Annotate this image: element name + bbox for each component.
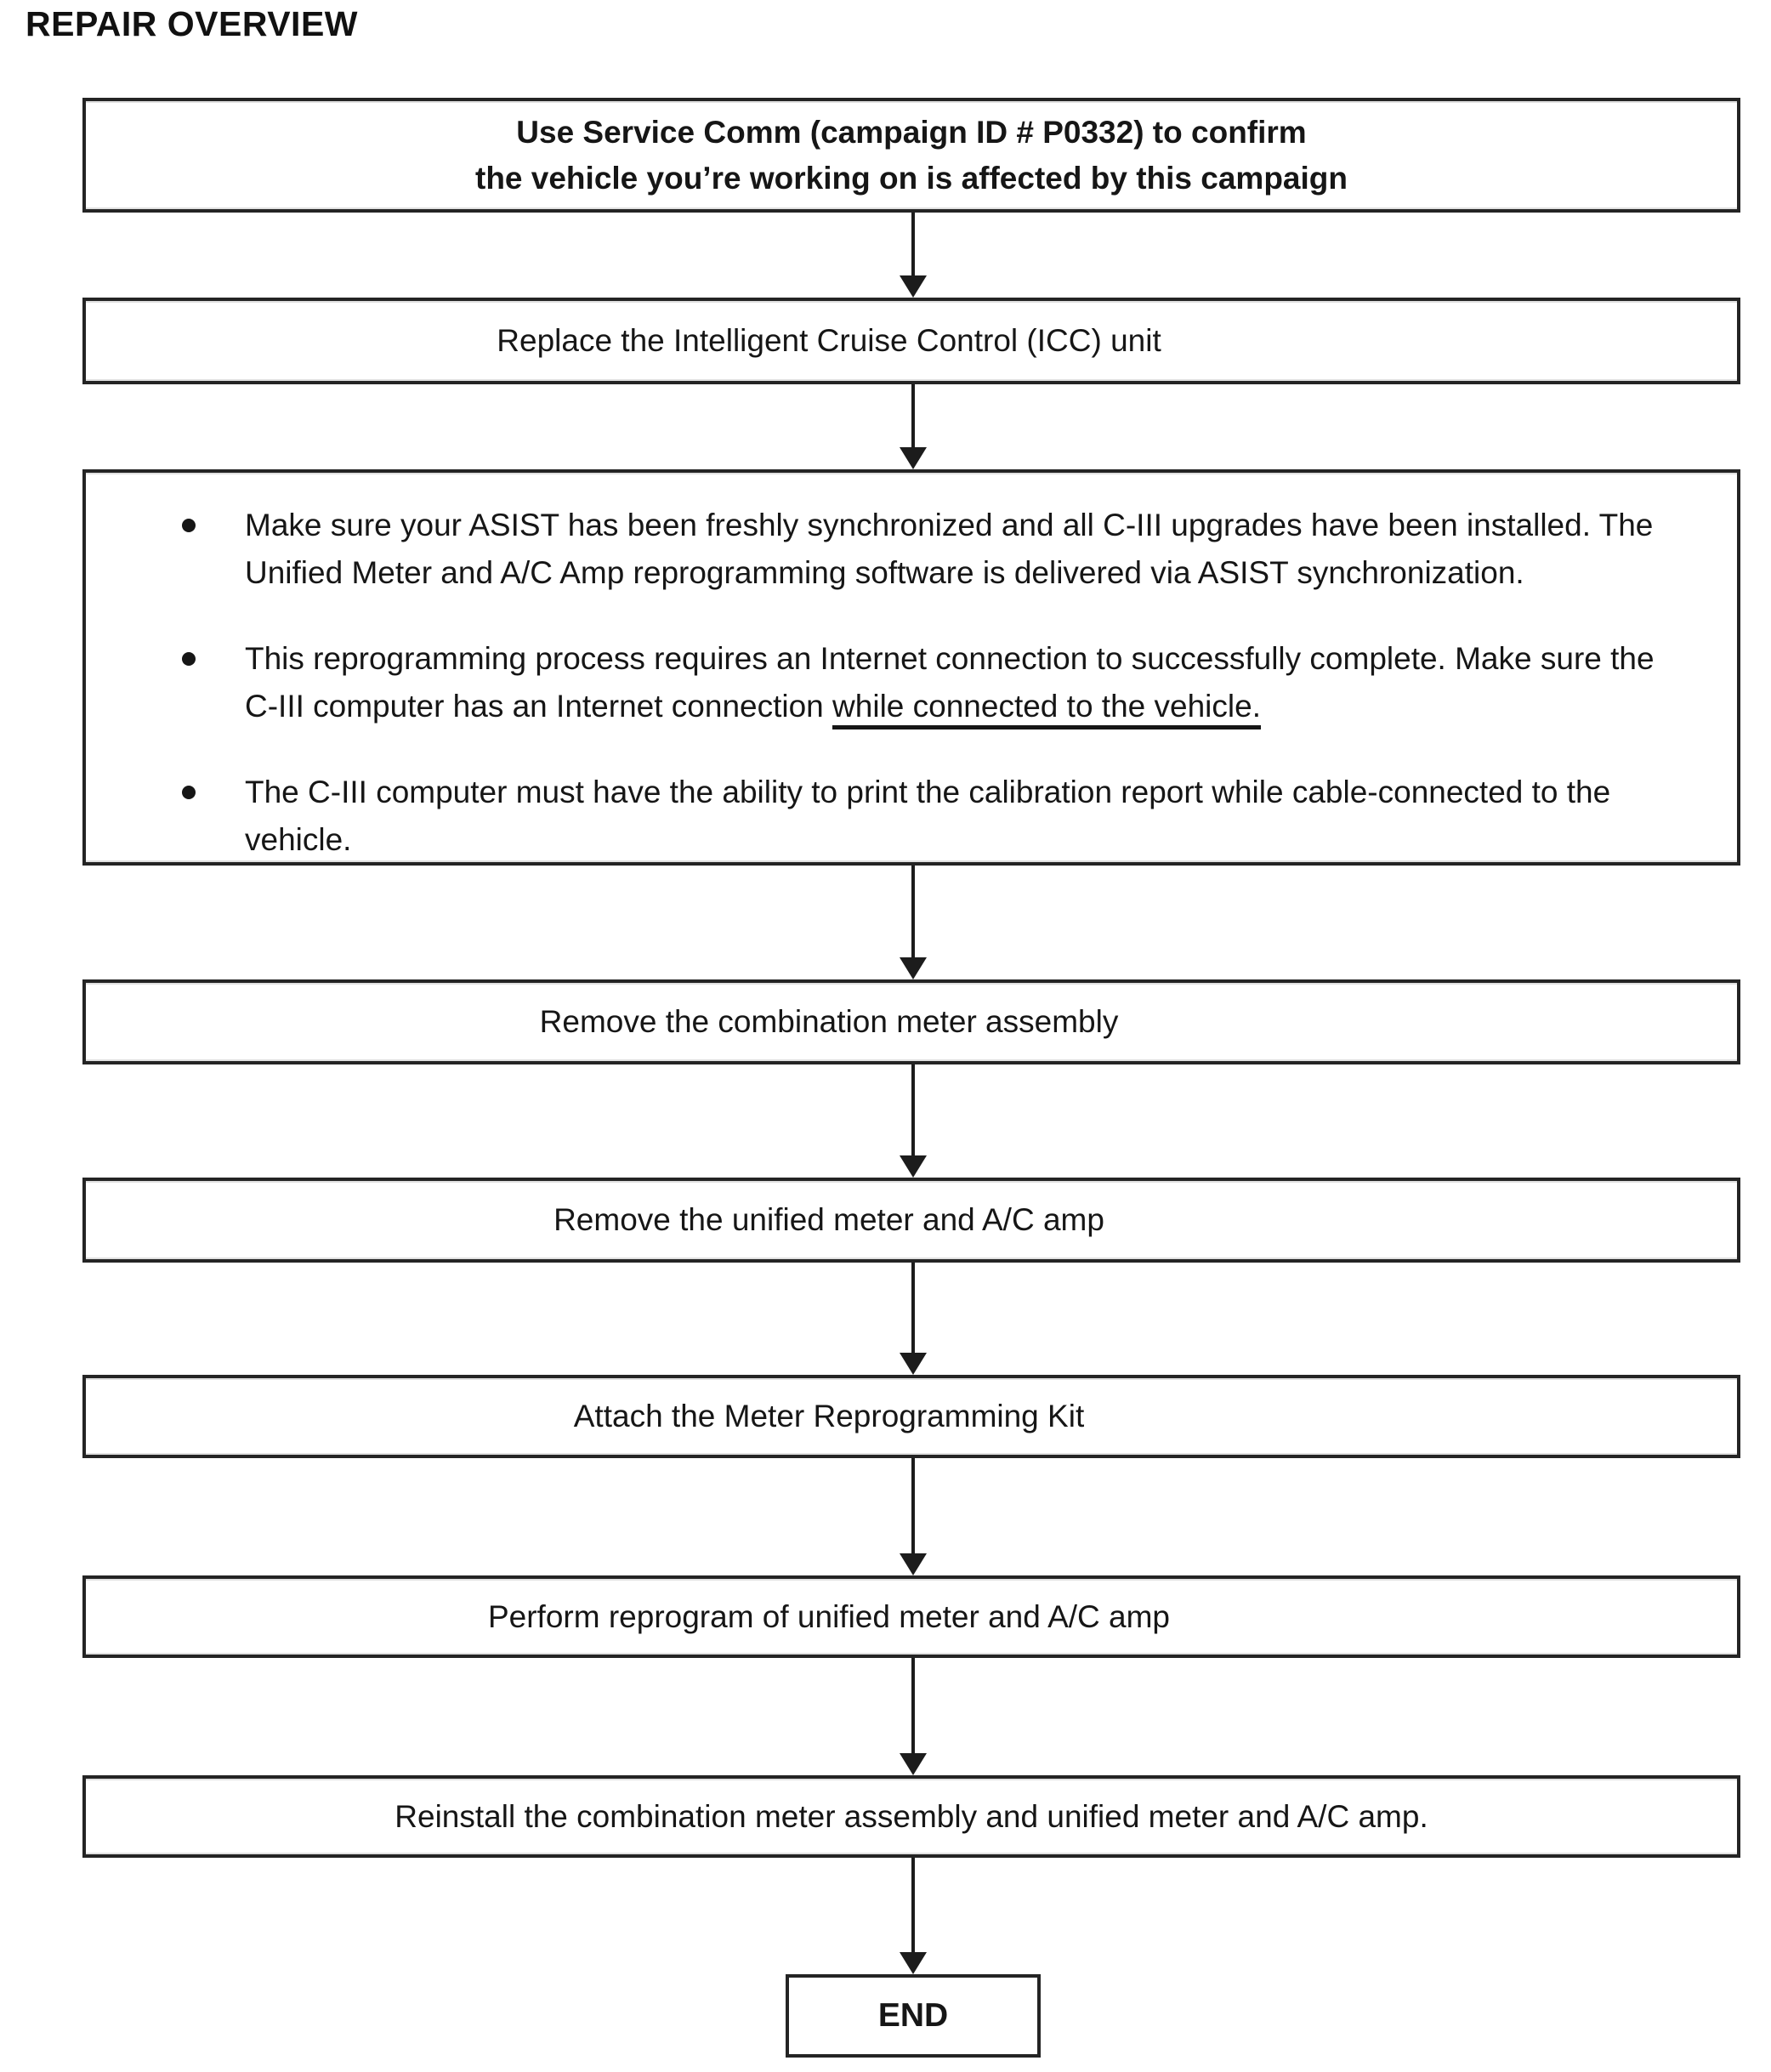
flow-step-replace-icc-unit: Replace the Intelligent Cruise Control (… [82, 298, 1740, 384]
arrow-down-icon [900, 1553, 927, 1575]
connector-line [911, 213, 915, 281]
page-title: REPAIR OVERVIEW [26, 4, 358, 43]
list-item: The C-III computer must have the ability… [182, 769, 1669, 863]
flow-step-label: Use Service Comm (campaign ID # P0332) t… [475, 114, 1348, 196]
arrow-down-icon [900, 957, 927, 979]
flow-step-remove-unified-meter: Remove the unified meter and A/C amp [82, 1178, 1740, 1263]
flow-connector [900, 1064, 927, 1178]
flow-connector [900, 1458, 927, 1575]
flow-step-label: Replace the Intelligent Cruise Control (… [497, 323, 1161, 359]
flow-step-remove-combination-meter: Remove the combination meter assembly [82, 979, 1740, 1064]
flow-step-attach-reprogramming-kit: Attach the Meter Reprogramming Kit [82, 1375, 1740, 1458]
arrow-down-icon [900, 1155, 927, 1178]
flow-end-terminator: END [786, 1974, 1041, 2058]
flow-step-label: Perform reprogram of unified meter and A… [487, 1598, 1171, 1634]
flow-connector [900, 1858, 927, 1974]
bullet-text: The C-III computer must have the ability… [245, 775, 1611, 857]
flow-connector [900, 1658, 927, 1775]
list-item: Make sure your ASIST has been freshly sy… [182, 502, 1669, 596]
prerequisites-list: Make sure your ASIST has been freshly sy… [86, 473, 1737, 863]
flow-connector [900, 1263, 927, 1375]
flow-step-confirm-campaign: Use Service Comm (campaign ID # P0332) t… [82, 98, 1740, 213]
end-label: END [877, 1996, 949, 2034]
underlined-text: while connected to the vehicle. [832, 688, 1261, 729]
flow-step-label: Remove the combination meter assembly [539, 1004, 1119, 1040]
flow-step-perform-reprogram: Perform reprogram of unified meter and A… [82, 1575, 1740, 1658]
bullet-text: Make sure your ASIST has been freshly sy… [245, 508, 1654, 590]
flow-step-label: Remove the unified meter and A/C amp [553, 1202, 1104, 1238]
arrow-down-icon [900, 1353, 927, 1375]
flow-step-prerequisite-notes: Make sure your ASIST has been freshly sy… [82, 469, 1740, 866]
flow-connector [900, 866, 927, 979]
arrow-down-icon [900, 275, 927, 298]
flow-step-label: Reinstall the combination meter assembly… [395, 1798, 1428, 1834]
flow-connector [900, 213, 927, 298]
connector-line [911, 866, 915, 962]
flow-step-reinstall-assembly: Reinstall the combination meter assembly… [82, 1775, 1740, 1858]
connector-line [911, 1263, 915, 1358]
arrow-down-icon [900, 1952, 927, 1974]
flow-connector [900, 384, 927, 469]
arrow-down-icon [900, 447, 927, 469]
connector-line [911, 1064, 915, 1161]
arrow-down-icon [900, 1753, 927, 1775]
connector-line [911, 384, 915, 452]
connector-line [911, 1858, 915, 1957]
connector-line [911, 1458, 915, 1558]
flow-step-label: Attach the Meter Reprogramming Kit [573, 1399, 1085, 1434]
list-item: This reprogramming process requires an I… [182, 635, 1669, 729]
bullet-text: This reprogramming process requires an I… [245, 641, 1655, 724]
connector-line [911, 1658, 915, 1758]
